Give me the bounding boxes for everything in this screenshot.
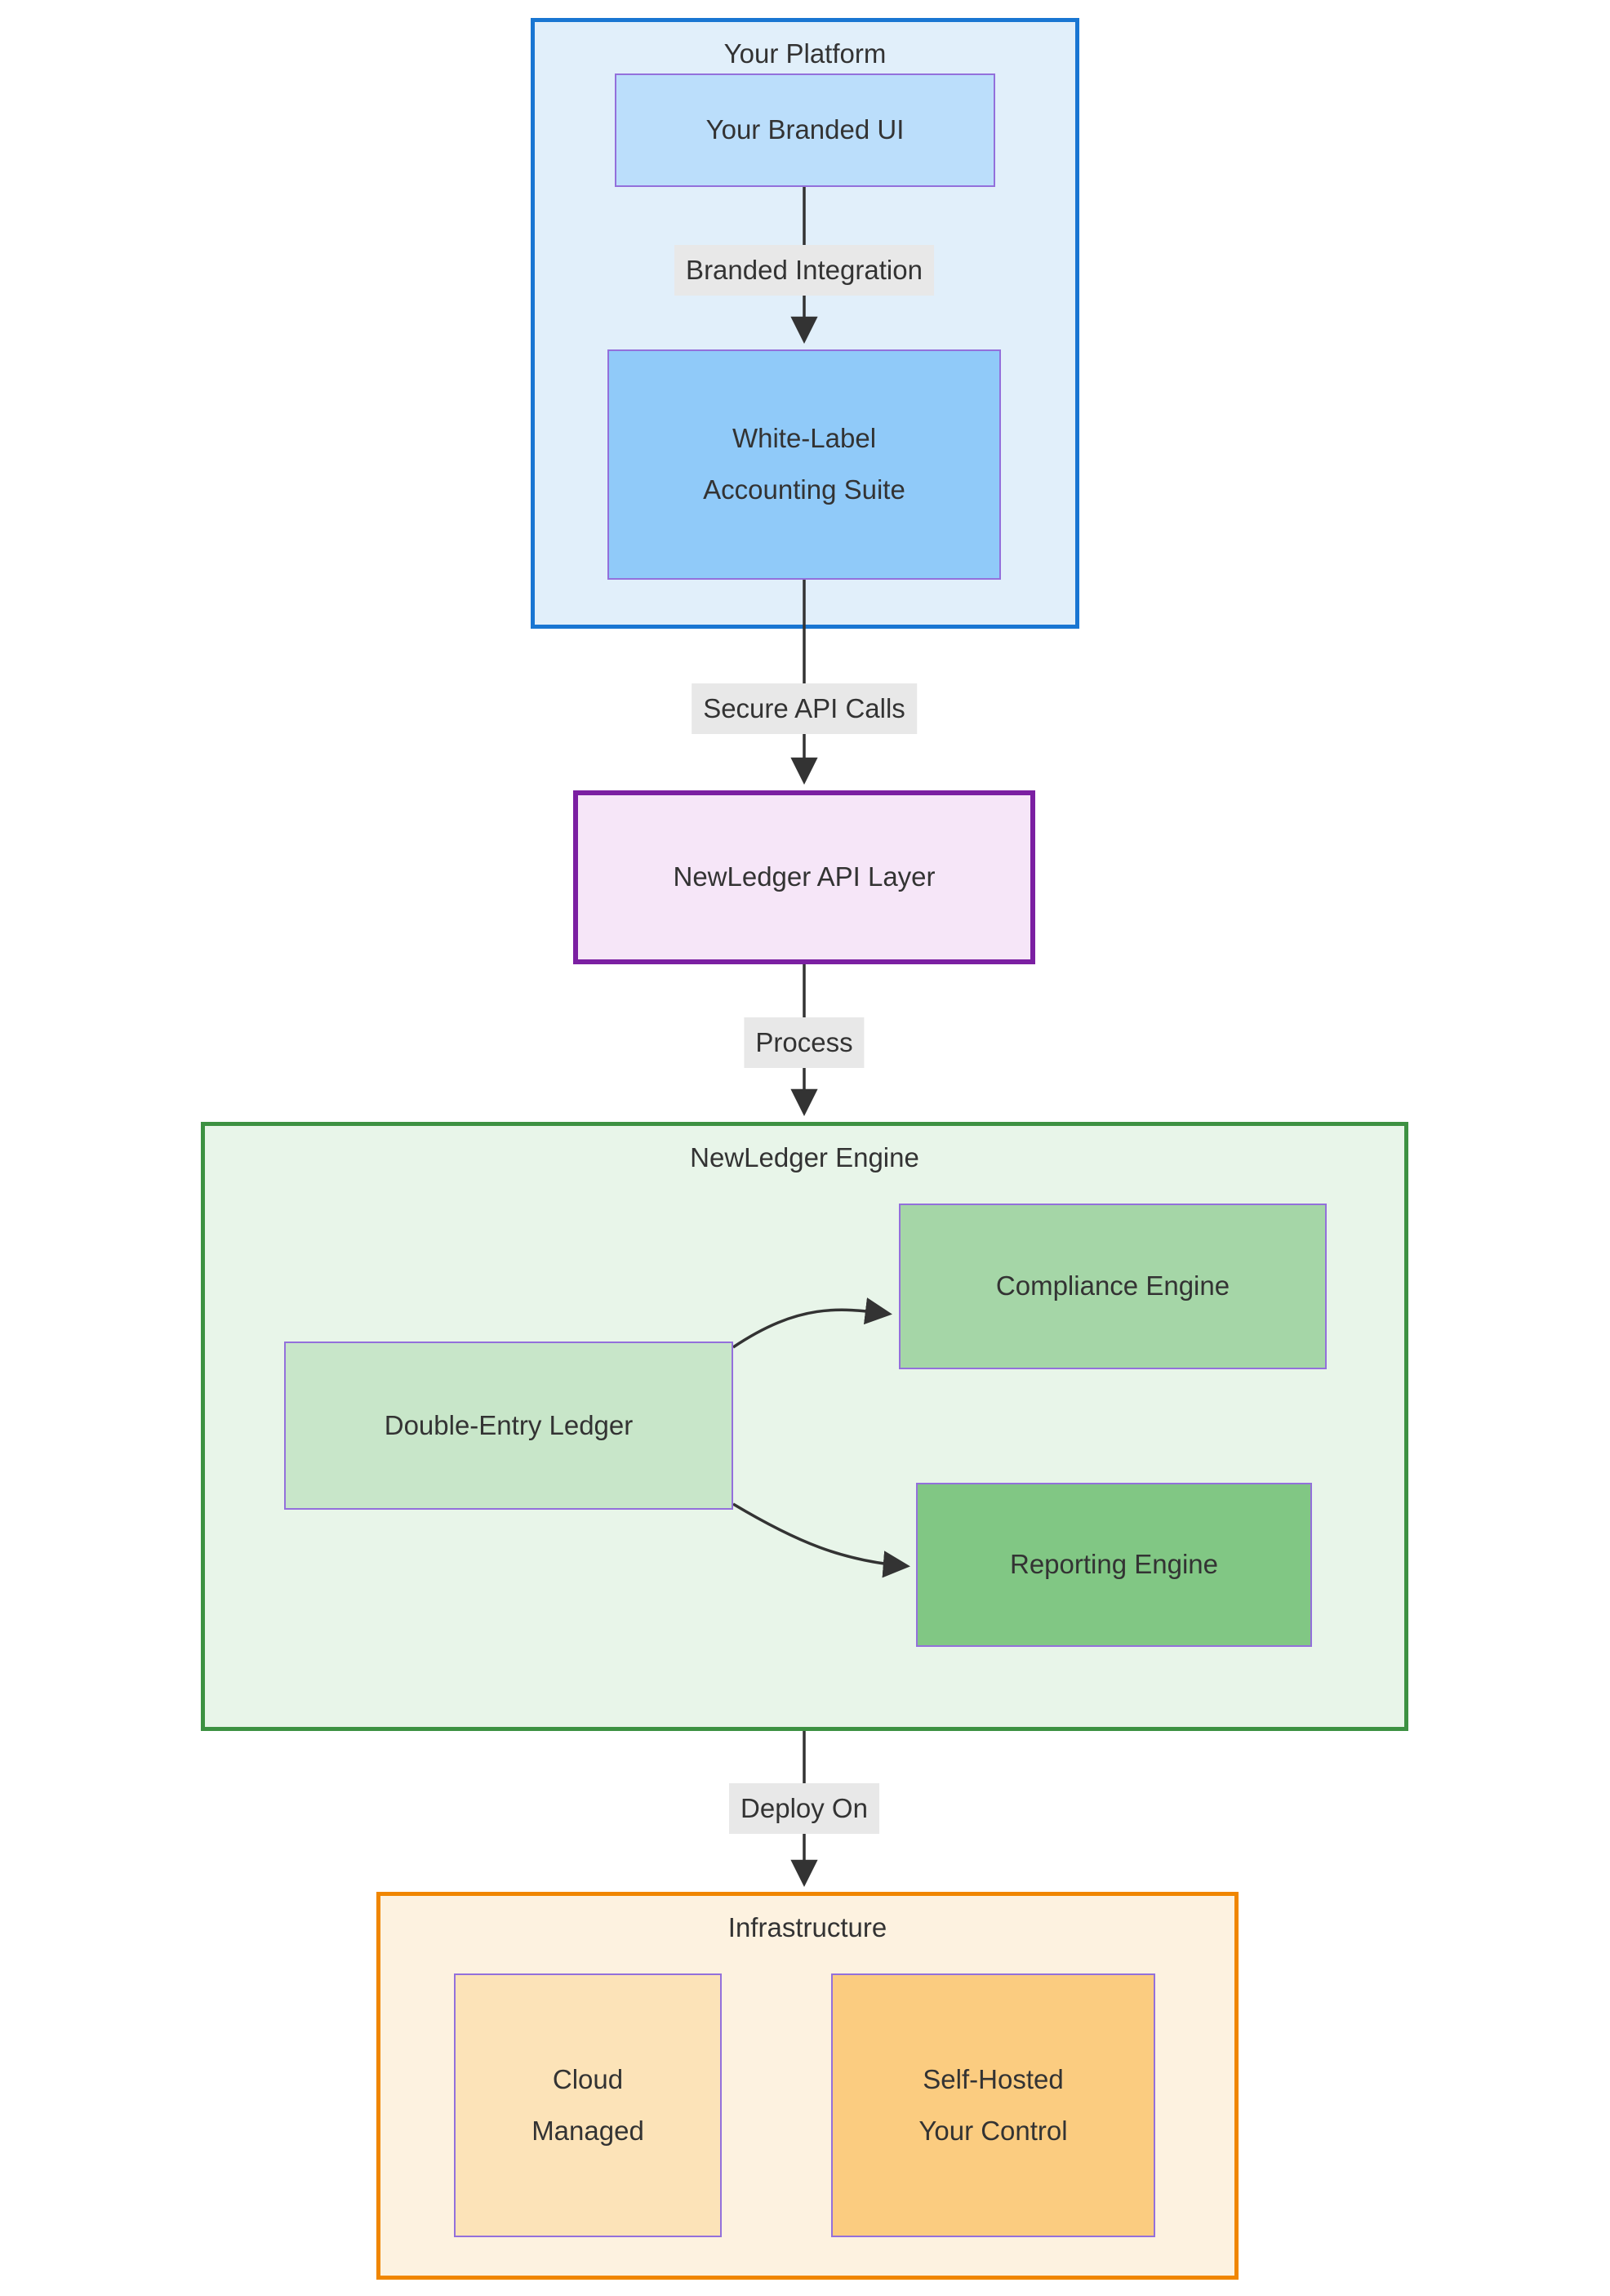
node-double-entry-ledger: Double-Entry Ledger	[284, 1342, 733, 1510]
node-your-branded-ui: Your Branded UI	[615, 73, 995, 187]
node-white-label-accounting-suite: White-Label Accounting Suite	[607, 349, 1001, 580]
node-cloud-managed: Cloud Managed	[454, 1973, 722, 2237]
node-compliance-engine: Compliance Engine	[899, 1204, 1327, 1369]
node-cloud-managed-line2: Managed	[531, 2115, 644, 2146]
edge-label-process: Process	[744, 1017, 865, 1068]
edge-label-secure-api-calls: Secure API Calls	[692, 683, 917, 734]
node-white-label-line2: Accounting Suite	[703, 474, 905, 505]
node-self-hosted-your-control: Self-Hosted Your Control	[831, 1973, 1155, 2237]
edge-ledger-to-reporting	[732, 1502, 910, 1578]
node-white-label-line1: White-Label	[732, 423, 877, 454]
group-newledger-engine-title: NewLedger Engine	[690, 1142, 919, 1172]
node-self-hosted-line1: Self-Hosted	[923, 2063, 1064, 2094]
group-your-platform-title: Your Platform	[723, 38, 887, 69]
node-double-entry-ledger-label: Double-Entry Ledger	[384, 1409, 634, 1440]
group-infrastructure-title: Infrastructure	[727, 1912, 887, 1942]
edge-label-branded-integration: Branded Integration	[674, 245, 934, 296]
node-cloud-managed-line1: Cloud	[552, 2063, 624, 2094]
node-self-hosted-line2: Your Control	[918, 2115, 1068, 2146]
node-newledger-api-layer-label: NewLedger API Layer	[673, 861, 936, 892]
edge-ledger-to-compliance	[732, 1297, 892, 1349]
node-reporting-engine: Reporting Engine	[916, 1483, 1312, 1647]
edge-label-deploy-on: Deploy On	[729, 1783, 879, 1834]
node-reporting-engine-label: Reporting Engine	[1009, 1549, 1218, 1580]
node-your-branded-ui-label: Your Branded UI	[705, 114, 905, 145]
node-compliance-engine-label: Compliance Engine	[995, 1270, 1230, 1302]
node-newledger-api-layer: NewLedger API Layer	[573, 790, 1035, 964]
